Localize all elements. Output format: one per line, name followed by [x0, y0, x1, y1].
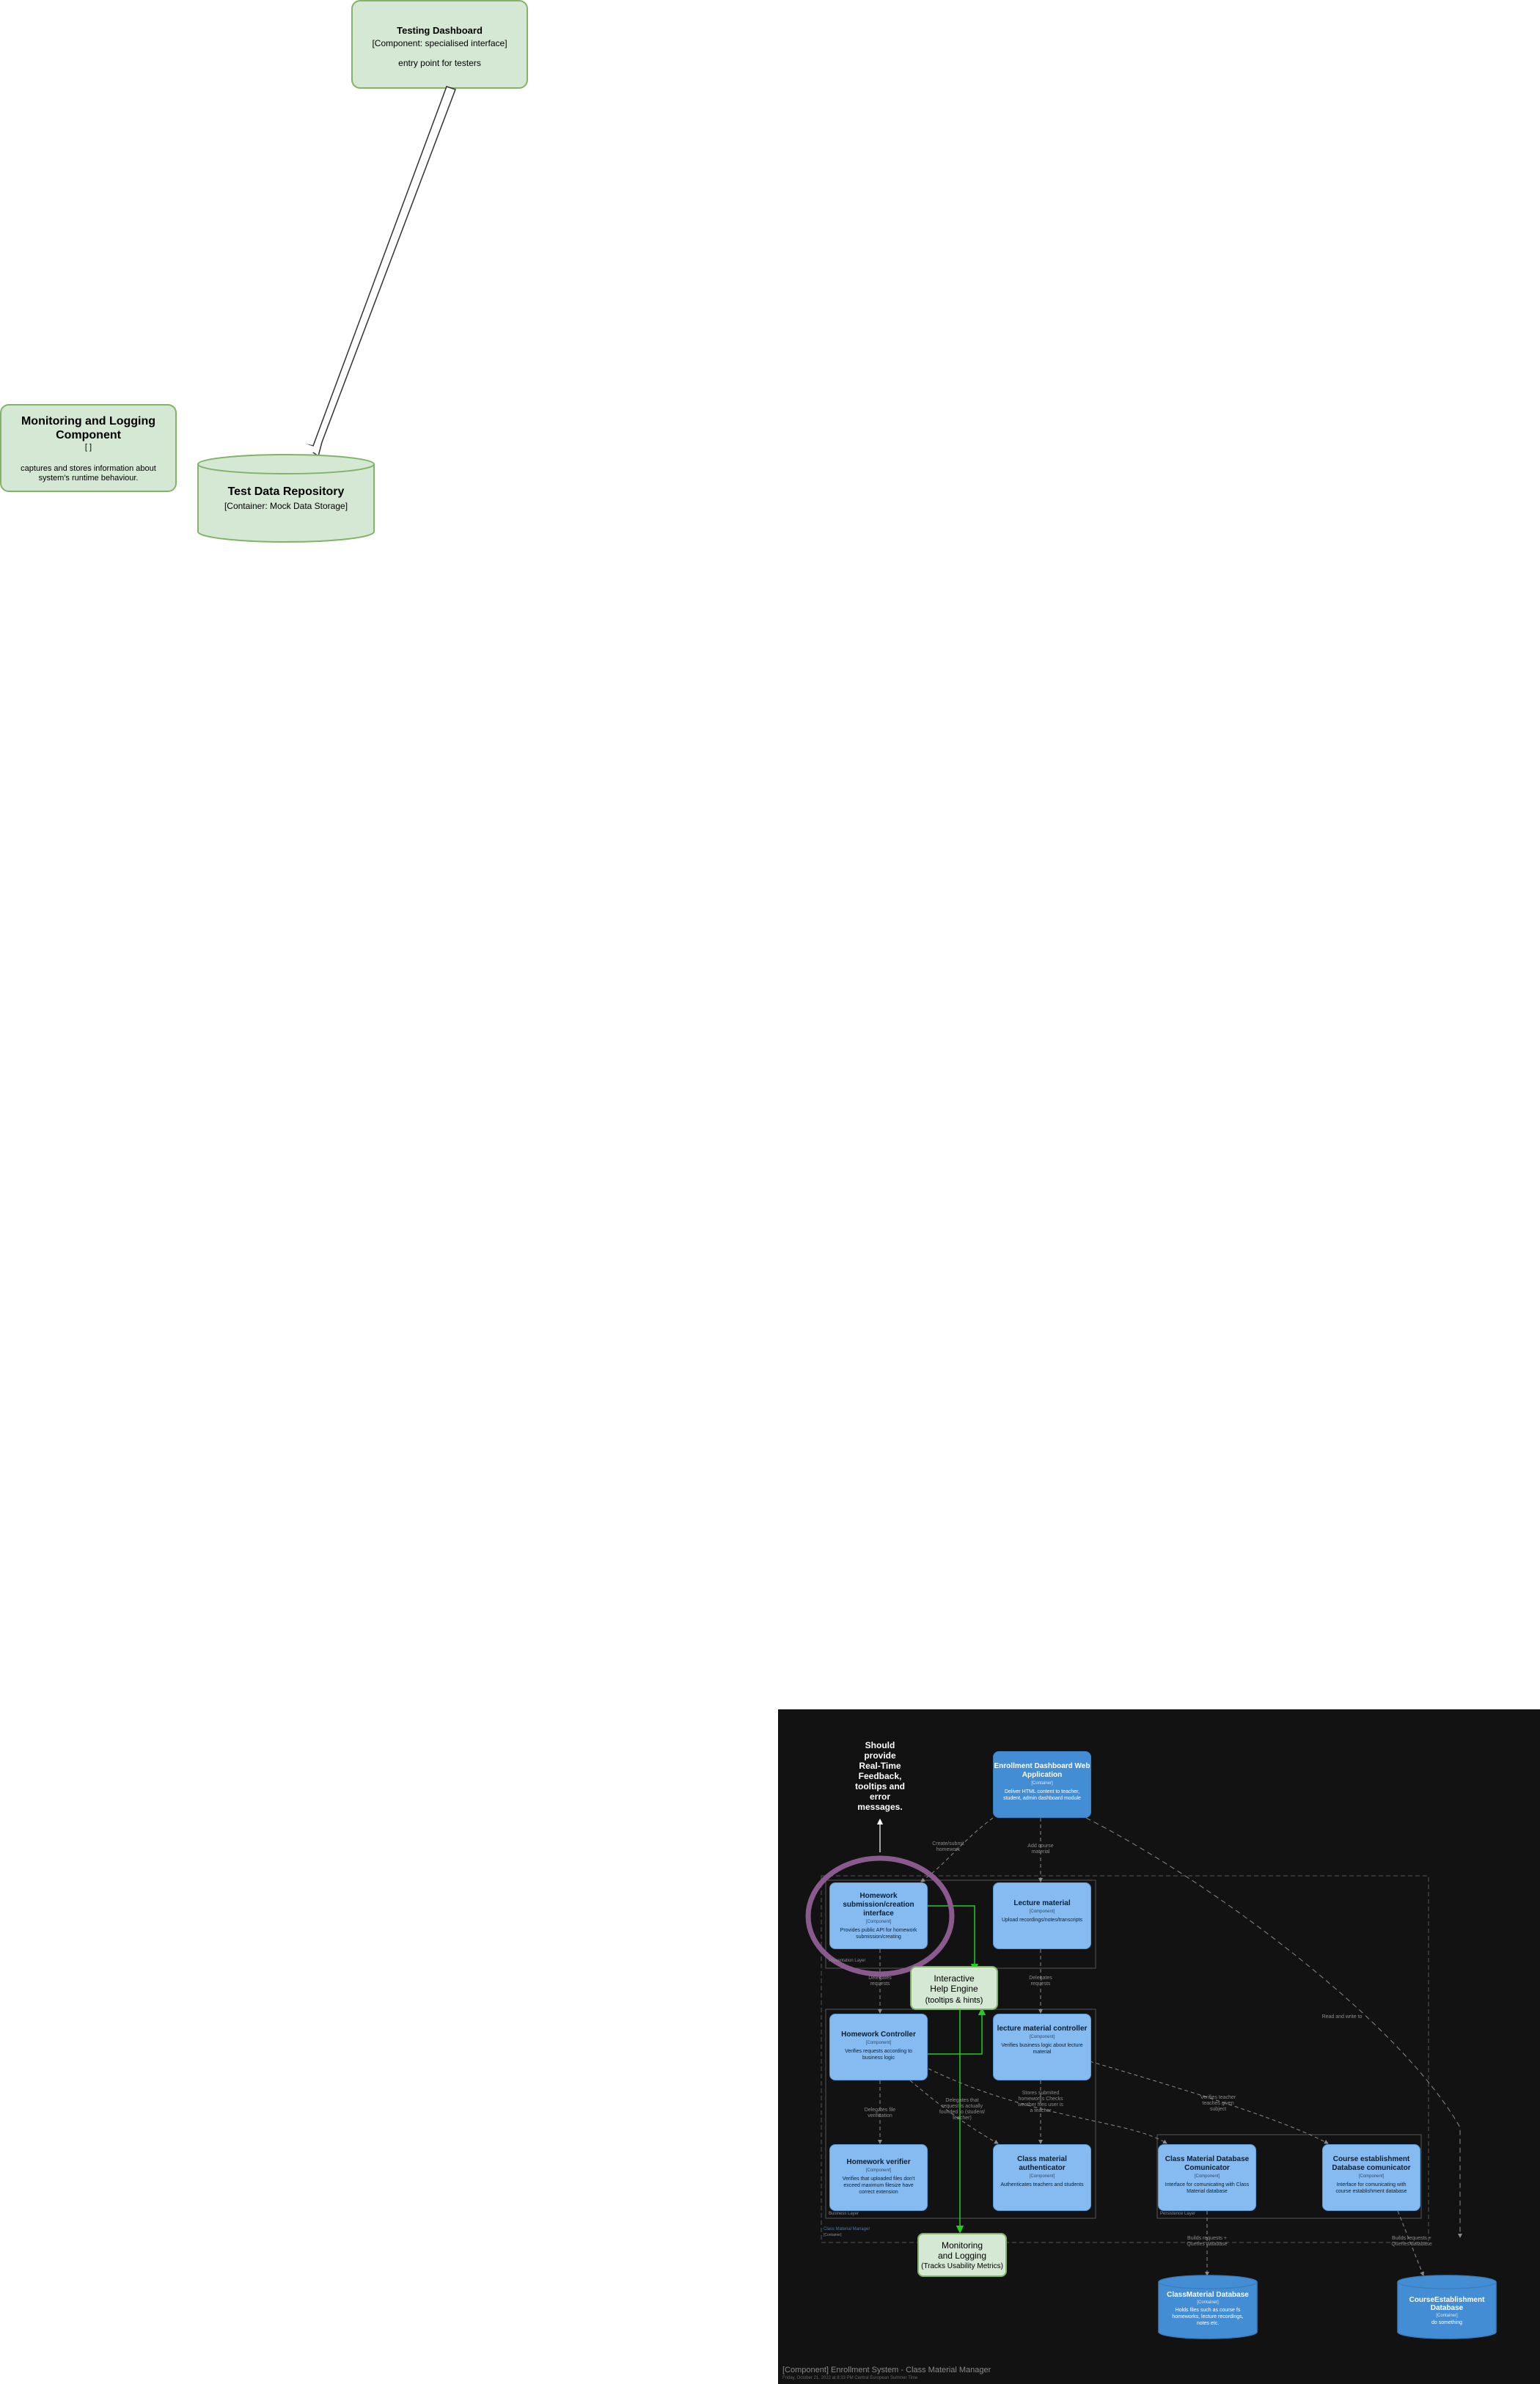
test-data-repository-title: Test Data Repository — [227, 485, 345, 498]
diagram-footer-title: [Component] Enrollment System - Class Ma… — [782, 2366, 991, 2374]
testing-dashboard-title: Testing Dashboard — [397, 25, 483, 36]
monitoring-component-description: captures and stores information about sy… — [21, 464, 156, 483]
monitoring-subtitle: (Tracks Usability Metrics) — [921, 2262, 1003, 2270]
hw-verifier-type: [Component] — [865, 2168, 892, 2173]
class-material-boundary — [821, 1875, 1429, 2243]
test-data-repository-cylinder[interactable] — [197, 454, 375, 543]
persistence-layer-boundary — [1156, 2134, 1422, 2219]
cm-db-type: [Container] — [1197, 2300, 1219, 2305]
edge-label-create-submit: Create/submit homework — [932, 1841, 964, 1852]
enrollment-desc: Deliver HTML content to teacher, student… — [1003, 1789, 1081, 1801]
edge-label-delegates-1: Delegates requests — [868, 1976, 892, 1987]
cm-db-desc: Holds files such as course fs homeworks,… — [1172, 2308, 1244, 2326]
ce-db-type: [Container] — [1436, 2314, 1458, 2318]
edge-label-verifies-teacher: Verifies teacher teaches given subject — [1200, 2095, 1236, 2112]
edge-label-delegates-that: Delegates that request is actually found… — [939, 2098, 986, 2121]
hw-verifier-title: Homework verifier — [846, 2158, 911, 2166]
course-establishment-db-cylinder[interactable] — [1397, 2275, 1497, 2339]
test-data-repository-subtitle: [Container: Mock Data Storage] — [224, 501, 348, 511]
lecture-controller-type: [Component] — [1029, 2035, 1055, 2039]
cm-db-comm-desc: Interface for comunicating with Class Ma… — [1165, 2182, 1250, 2194]
edge-label-add-course: Add course material — [1027, 1844, 1054, 1855]
ce-db-title: CourseEstablishment Database — [1409, 2296, 1485, 2312]
edge-label-delegates-file: Delegates file verification — [864, 2108, 896, 2119]
hw-controller-type: [Component] — [865, 2041, 892, 2045]
lecture-material-type: [Component] — [1029, 1910, 1055, 1914]
diagram-footer-subtitle: Friday, October 21, 2022 at 8:33 PM Cent… — [782, 2376, 918, 2380]
edge-label-builds-1: Builds requests + Queries database — [1187, 2236, 1228, 2247]
lecture-material-desc: Upload recordings/notes/transcripts — [1001, 1918, 1083, 1923]
hw-controller-title: Homework Controller — [841, 2031, 916, 2039]
class-material-db-label: ClassMaterial Database [Container] Holds… — [1158, 2291, 1258, 2327]
monitoring-component-subtitle: [ ] — [84, 443, 92, 452]
homework-controller-box[interactable]: Homework Controller [Component] Verifies… — [829, 2014, 928, 2080]
authenticator-desc: Authenticates teachers and students — [1000, 2182, 1084, 2187]
monitoring-logging-component-box[interactable]: Monitoring and Logging Component [ ] cap… — [0, 404, 177, 492]
enrollment-type: [Container] — [1031, 1781, 1053, 1786]
testing-dashboard-box[interactable]: Testing Dashboard [Component: specialise… — [351, 0, 528, 89]
test-data-repository-label: Test Data Repository [Container: Mock Da… — [197, 485, 375, 511]
ce-db-comm-type: [Component] — [1358, 2174, 1385, 2179]
class-material-manager-type: [Container] — [824, 2233, 842, 2237]
c4-diagram-panel: Should provide Real-Time Feedback, toolt… — [778, 1709, 1540, 2384]
lecture-controller-box[interactable]: lecture material controller [Component] … — [993, 2014, 1091, 2080]
highlight-ellipse — [805, 1855, 955, 1977]
edge-label-read-write: Read and write to — [1321, 2014, 1363, 2020]
testing-dashboard-subtitle: [Component: specialised interface] — [372, 38, 507, 48]
lecture-material-box[interactable]: Lecture material [Component] Upload reco… — [993, 1882, 1091, 1949]
cm-db-comm-type: [Component] — [1194, 2174, 1220, 2179]
lecture-controller-desc: Verifies business logic about lecture ma… — [1001, 2043, 1083, 2055]
enrollment-title: Enrollment Dashboard Web Application — [994, 1762, 1090, 1779]
presentation-layer-label: Presentation Layer — [829, 1959, 866, 1963]
authenticator-type: [Component] — [1029, 2174, 1055, 2179]
class-material-db-comm-box[interactable]: Class Material Database Comunicator [Com… — [1158, 2144, 1256, 2211]
monitoring-component-title: Monitoring and Logging Component — [21, 415, 156, 441]
homework-interface-box[interactable]: Homework submission/creation interface [… — [829, 1882, 928, 1949]
authenticator-title: Class material authenticator — [1017, 2155, 1067, 2172]
hw-interface-title: Homework submission/creation interface — [843, 1892, 914, 1918]
interactive-help-engine-box[interactable]: Interactive Help Engine (tooltips & hint… — [910, 1966, 998, 2010]
class-material-manager-label: Class Material Manager — [824, 2227, 870, 2231]
hw-controller-desc: Verifies requests according to business … — [845, 2049, 912, 2061]
homework-verifier-box[interactable]: Homework verifier [Component] Verifies t… — [829, 2144, 928, 2211]
cm-db-title: ClassMaterial Database — [1167, 2291, 1249, 2299]
hw-interface-desc: Provides public API for homework submiss… — [840, 1928, 917, 1940]
edge-label-builds-2: Builds requests + Queries database — [1391, 2236, 1432, 2247]
course-establishment-db-comm-box[interactable]: Course establishment Database comunicato… — [1322, 2144, 1420, 2211]
course-establishment-db-label: CourseEstablishment Database [Container]… — [1397, 2296, 1497, 2325]
feedback-note: Should provide Real-Time Feedback, toolt… — [855, 1740, 905, 1812]
help-engine-title: Interactive Help Engine — [930, 1973, 978, 1994]
diagram-connectors — [805, 1817, 1462, 2276]
lecture-controller-title: lecture material controller — [997, 2025, 1088, 2033]
business-layer-label: Business Layer — [829, 2212, 859, 2216]
monitoring-title: Monitoring and Logging — [937, 2240, 987, 2261]
edge-label-delegates-2: Delegates requests — [1029, 1976, 1052, 1987]
help-engine-subtitle: (tooltips & hints) — [925, 1996, 983, 2005]
hw-interface-type: [Component] — [865, 1920, 892, 1924]
class-material-db-cylinder[interactable] — [1158, 2275, 1258, 2339]
edge-label-stores: Stores submited homeworks Checks weather… — [1018, 2091, 1063, 2113]
cm-db-comm-title: Class Material Database Comunicator — [1165, 2155, 1250, 2172]
monitoring-logging-box[interactable]: Monitoring and Logging (Tracks Usability… — [917, 2233, 1007, 2277]
authenticator-box[interactable]: Class material authenticator [Component]… — [993, 2144, 1091, 2211]
ce-db-comm-desc: Interface for comunicating with course e… — [1335, 2182, 1407, 2194]
ce-db-desc: do something — [1431, 2320, 1463, 2325]
hw-verifier-desc: Verifies that uploaded files don't excee… — [842, 2176, 915, 2195]
ce-db-comm-title: Course establishment Database comunicato… — [1332, 2155, 1411, 2172]
enrollment-dashboard-box[interactable]: Enrollment Dashboard Web Application [Co… — [993, 1751, 1091, 1818]
testing-dashboard-description: entry point for testers — [398, 58, 481, 68]
persistence-layer-label: Persistence Layer — [1160, 2212, 1196, 2216]
lecture-material-title: Lecture material — [1013, 1899, 1071, 1907]
